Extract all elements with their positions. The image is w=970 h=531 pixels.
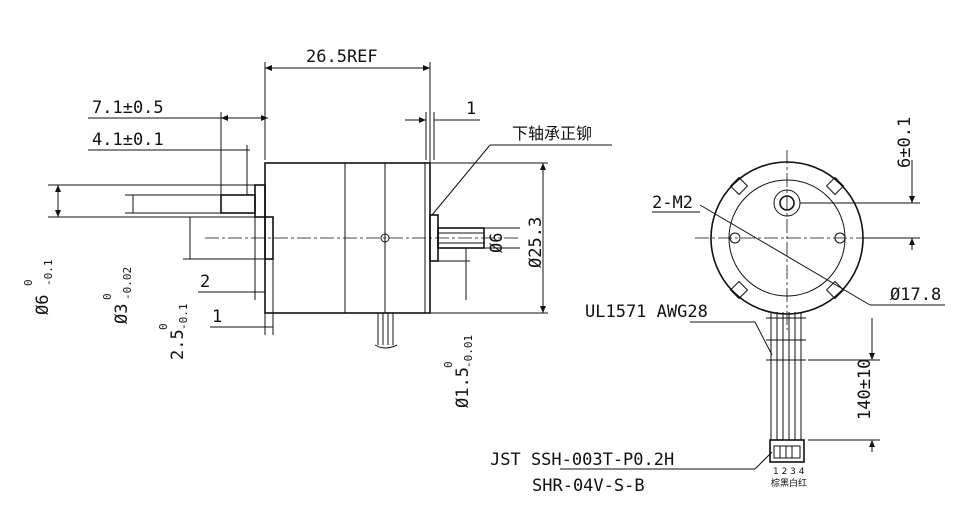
wire-spec-label: UL1571 AWG28 (585, 302, 708, 322)
lead-length-label: 140±10 (855, 359, 875, 420)
connector-housing-label: JST SSH-003T-P0.2H (490, 450, 674, 470)
pin-numbers: 1 2 3 4 (773, 467, 805, 477)
dia-3-tol-lower: -0.02 (121, 267, 134, 300)
dim-2-5-tol-upper: 0 (157, 323, 170, 330)
dia-3-label: Ø3 (112, 304, 132, 324)
dia-1-5-tol-upper: 0 (442, 361, 455, 368)
pin-colors: 棕黑白红 (771, 477, 807, 489)
end-view: 2-M2 Ø17.8 6±0.1 UL1571 AWG28 140±10 (490, 117, 945, 496)
dim-7-1-label: 7.1±0.5 (92, 98, 164, 118)
bearing-label: 下轴承正铆 (512, 124, 592, 143)
dim-2-5-tol-lower: -0.1 (177, 304, 190, 331)
dia-25-3-label: Ø25.3 (526, 217, 546, 268)
dim-2-label: 2 (200, 272, 210, 292)
end-wire-bundle (766, 312, 806, 440)
dim-2-5-label: 2.5 (168, 329, 188, 360)
dia-6-right-label: Ø6 (487, 233, 507, 253)
dia-1-5-label: Ø1.5 (453, 367, 473, 408)
dia-17-8-label: Ø17.8 (890, 285, 941, 305)
dia-3-tol-upper: 0 (101, 293, 114, 300)
overall-length-label: 26.5REF (306, 47, 378, 67)
dia-6-left-label: Ø6 (33, 295, 53, 315)
dia-6-left-tol-upper: 0 (22, 279, 35, 286)
dia-1-5-tol-lower: -0.01 (462, 335, 475, 368)
thread-label: 2-M2 (652, 193, 693, 213)
side-view: 26.5REF 7.1±0.5 4.1±0.1 1 (22, 47, 612, 408)
dim-6-label: 6±0.1 (895, 117, 915, 168)
dim-1-bottom-label: 1 (212, 307, 222, 327)
connector-terminal-label: SHR-04V-S-B (532, 476, 645, 496)
side-wire-bundle (374, 313, 398, 349)
dim-4-1-label: 4.1±0.1 (92, 130, 164, 150)
connector: 1 2 3 4 棕黑白红 (769, 439, 807, 489)
dim-1-top-label: 1 (466, 99, 476, 119)
dia-6-left-tol-lower: -0.1 (42, 260, 55, 287)
